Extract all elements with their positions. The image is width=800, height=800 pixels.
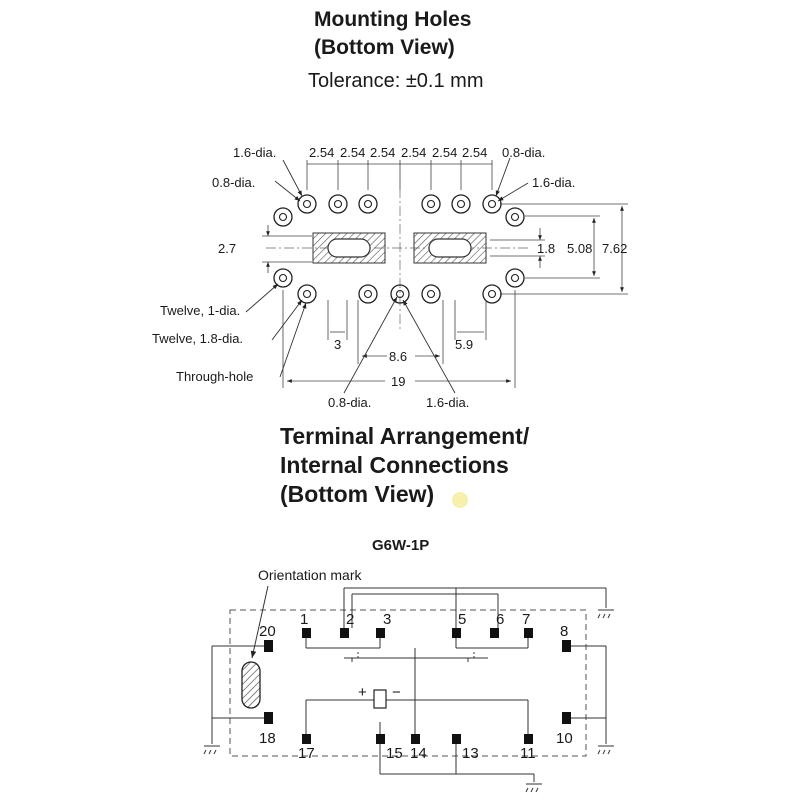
tolerance-note: Tolerance: ±0.1 mm <box>308 70 484 92</box>
mounting-title-line1: Mounting Holes <box>314 8 472 31</box>
pin-bar-18 <box>264 712 273 724</box>
terminal-title-line3: (Bottom View) <box>280 481 435 507</box>
model-label: G6W-1P <box>372 537 430 554</box>
pin-bar-6 <box>490 628 499 638</box>
pin-bars <box>264 628 571 744</box>
dim-8-6: 8.6 <box>389 349 407 364</box>
pin-number-20: 20 <box>259 623 276 640</box>
pin-number-1: 1 <box>300 611 308 628</box>
coil-symbol <box>373 689 387 709</box>
pitch-label-5: 2.54 <box>432 145 457 160</box>
pin-bar-17 <box>302 734 311 744</box>
leader-lines <box>245 157 529 394</box>
label-twelve-1-dia: Twelve, 1-dia. <box>160 303 240 318</box>
pin-bar-15 <box>376 734 385 744</box>
pitch-label-2: 2.54 <box>340 145 365 160</box>
label-twelve-1-8-dia: Twelve, 1.8-dia. <box>152 331 243 346</box>
pin-number-18: 18 <box>259 730 276 747</box>
internal-wiring <box>211 587 607 782</box>
dim-2-7: 2.7 <box>218 241 236 256</box>
pitch-label-4: 2.54 <box>401 145 426 160</box>
pin-number-2: 2 <box>346 611 354 628</box>
cursor-highlight <box>452 492 468 508</box>
ground-icon <box>597 745 614 755</box>
label-0-8-dia-right: 0.8-dia. <box>502 145 545 160</box>
pin-number-8: 8 <box>560 623 568 640</box>
pin-number-17: 17 <box>298 745 315 762</box>
ground-icon <box>597 609 614 619</box>
orientation-mark <box>241 661 261 709</box>
mounting-title-line2: (Bottom View) <box>314 36 455 59</box>
pin-bar-1 <box>302 628 311 638</box>
pin-bar-13 <box>452 734 461 744</box>
dim-3: 3 <box>334 337 341 352</box>
dim-7-62: 7.62 <box>602 241 627 256</box>
pin-number-15: 15 <box>386 745 403 762</box>
pitch-label-3: 2.54 <box>370 145 395 160</box>
dim-5-9: 5.9 <box>455 337 473 352</box>
pin-number-14: 14 <box>410 745 427 762</box>
dim-1-8: 1.8 <box>537 241 555 256</box>
pin-bar-8 <box>562 640 571 652</box>
pin-number-6: 6 <box>496 611 504 628</box>
label-1-6-dia-top: 1.6-dia. <box>233 145 276 160</box>
orientation-mark-label: Orientation mark <box>258 567 362 583</box>
pin-bar-5 <box>452 628 461 638</box>
right-dimension-lines <box>490 203 628 295</box>
pin-bar-20 <box>264 640 273 652</box>
hole-outer-large <box>273 207 525 288</box>
pin-number-10: 10 <box>556 730 573 747</box>
pin-number-5: 5 <box>458 611 466 628</box>
dim-19: 19 <box>391 374 405 389</box>
pin-number-7: 7 <box>522 611 530 628</box>
label-1-6-dia-bottom: 1.6-dia. <box>426 395 469 410</box>
bottom-dimension-lines <box>282 290 516 388</box>
label-1-6-dia-right: 1.6-dia. <box>532 175 575 190</box>
pin-bar-14 <box>411 734 420 744</box>
pin-bar-3 <box>376 628 385 638</box>
pin-number-11: 11 <box>520 745 536 762</box>
ground-icon <box>525 783 542 793</box>
label-through-hole: Through-hole <box>176 369 253 384</box>
terminal-title-line1: Terminal Arrangement/ <box>280 423 530 449</box>
slot-right <box>413 232 487 264</box>
label-0-8-dia-left: 0.8-dia. <box>212 175 255 190</box>
pitch-label-1: 2.54 <box>309 145 334 160</box>
coil-plus: + <box>358 684 367 701</box>
pin-bar-11 <box>524 734 533 744</box>
hole-top-row <box>297 194 502 214</box>
pin-number-13: 13 <box>462 745 479 762</box>
slot-left <box>312 232 386 264</box>
coil-minus: − <box>392 684 401 701</box>
ground-icon <box>203 745 220 755</box>
ground-symbols <box>203 609 614 793</box>
pin-bar-10 <box>562 712 571 724</box>
pitch-label-6: 2.54 <box>462 145 487 160</box>
package-outline <box>229 609 587 757</box>
label-0-8-dia-bottom: 0.8-dia. <box>328 395 371 410</box>
hole-bottom-row <box>297 284 502 304</box>
pin-bar-7 <box>524 628 533 638</box>
pin-bar-2 <box>340 628 349 638</box>
left-dimension-lines <box>262 225 312 273</box>
terminal-title-line2: Internal Connections <box>280 452 509 478</box>
mounting-holes <box>273 194 525 304</box>
pin-number-3: 3 <box>383 611 391 628</box>
dim-5-08: 5.08 <box>567 241 592 256</box>
